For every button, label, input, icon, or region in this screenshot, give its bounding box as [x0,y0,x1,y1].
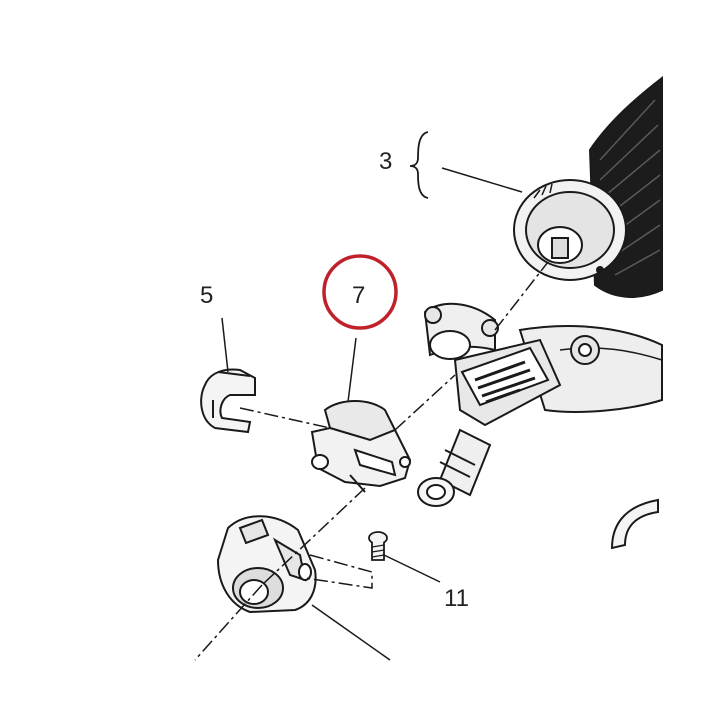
clamp-insert [200,368,256,434]
callout-brace [409,131,429,199]
switch-housing [216,515,317,614]
cable-clip [610,498,659,550]
highlight-circle [322,254,398,330]
throttle-grip [513,75,663,298]
callout-leader-lines [221,167,523,661]
callout-7: 7 [352,282,366,309]
callout-11: 11 [444,585,469,612]
assembly-axis-lines [194,261,549,661]
brake-master-cylinder [417,302,663,507]
switch-clamp [310,400,412,493]
screw [368,531,388,561]
callout-5: 5 [200,282,214,309]
callout-3: 3 [379,148,393,175]
